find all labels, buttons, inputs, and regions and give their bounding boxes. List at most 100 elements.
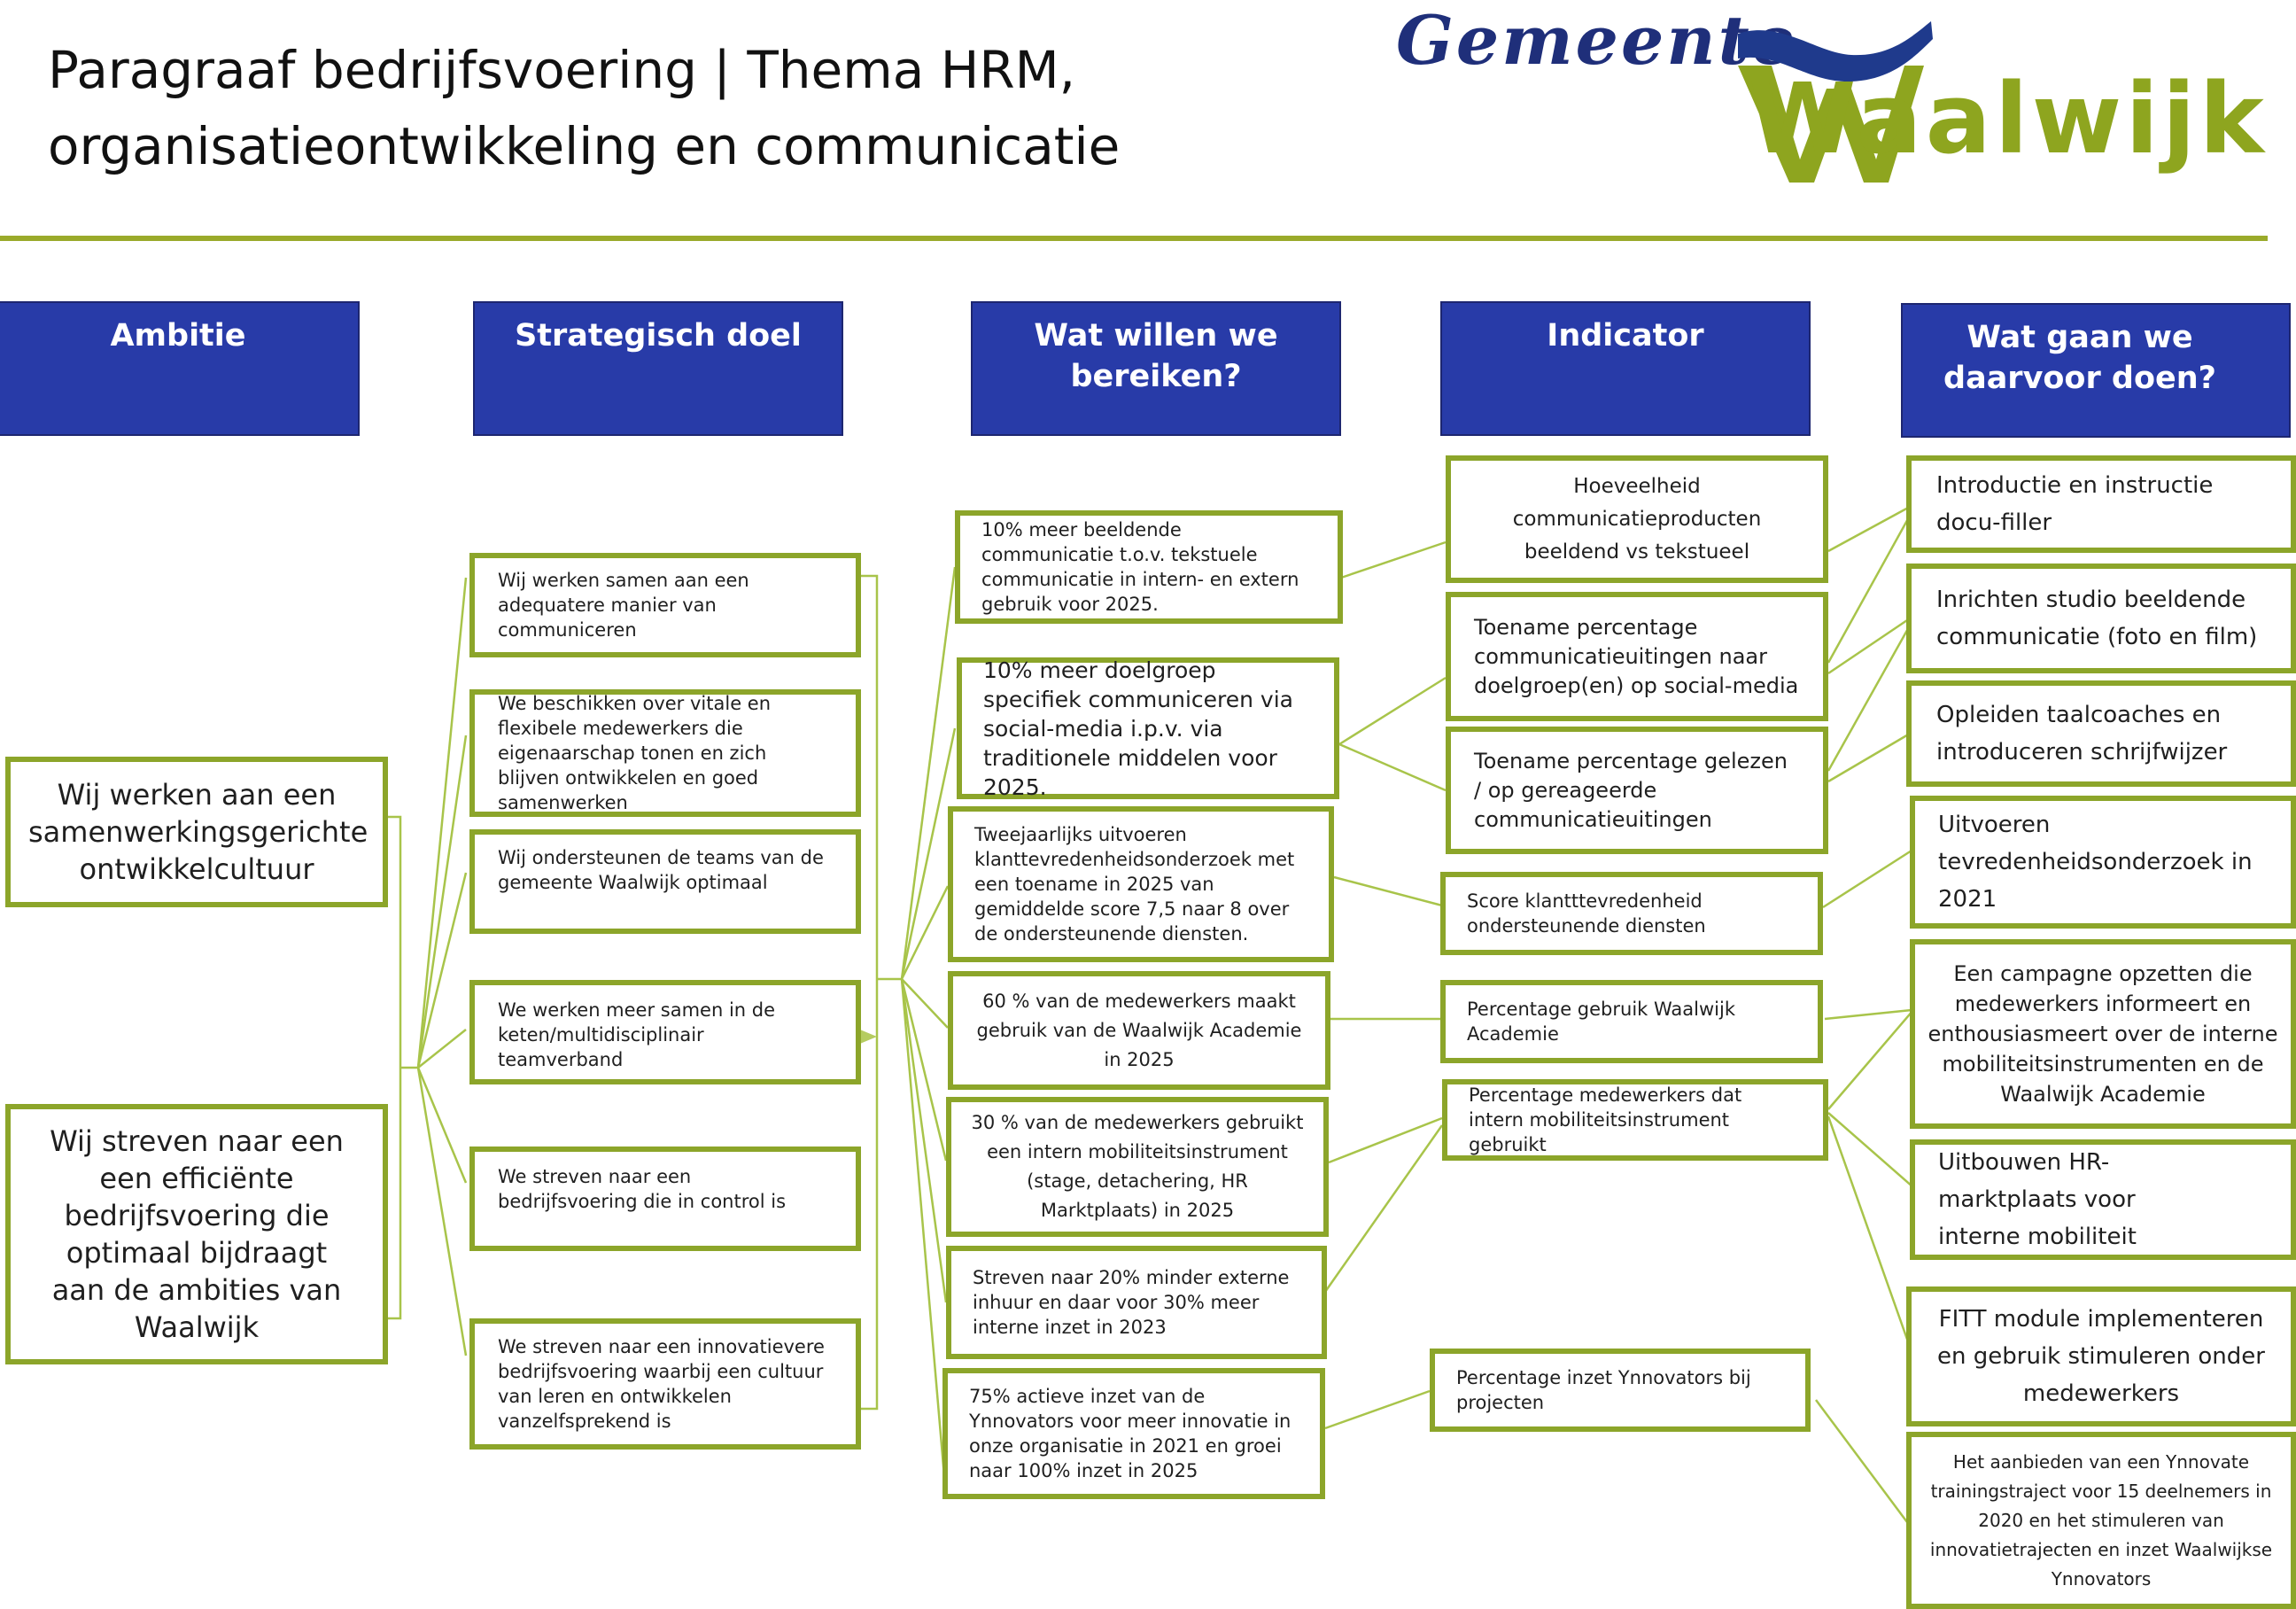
logo-word-gemeente: Gemeente [1396, 1, 1797, 80]
ind7-to-act8 [1814, 1399, 1912, 1527]
ind3-to-act3 [1827, 732, 1911, 783]
hub-to-result-4 [901, 978, 949, 1029]
ind3-to-act2 [1827, 625, 1912, 772]
header-indicator-label: Indicator [1547, 318, 1704, 354]
doelen-bracket [861, 574, 879, 1411]
indicator-text-6: Percentage medewerkers dat intern mobili… [1469, 1084, 1742, 1155]
doel-box-2: We beschikken over vitale en flexibele m… [469, 689, 861, 817]
indicator-text-3: Toename percentage gelezen / op gereagee… [1474, 748, 1788, 832]
actie-text-7: FITT module implementeren en gebruik sti… [1937, 1306, 2265, 1407]
result2-to-ind3 [1338, 742, 1447, 792]
result7-to-ind7 [1324, 1389, 1431, 1430]
hub-to-result-1 [900, 566, 957, 980]
indicator-box-4: Score klantttevredenheid ondersteunende … [1440, 872, 1823, 955]
header-ambitie-label: Ambitie [110, 318, 246, 354]
actie-box-4: Uitvoeren tevredenheidsonderzoek in 2021 [1910, 796, 2296, 929]
result6-to-ind6 [1323, 1124, 1444, 1293]
actie-box-8: Het aanbieden van een Ynnovate trainings… [1906, 1432, 2296, 1609]
indicator-text-5: Percentage gebruik Waalwijk Academie [1467, 999, 1736, 1045]
ind5-to-act5 [1824, 1008, 1912, 1021]
resultaat-box-6: Streven naar 20% minder externe inhuur e… [946, 1246, 1327, 1359]
resultaat-box-2: 10% meer doelgroep specifiek communicere… [957, 657, 1339, 800]
indicator-box-3: Toename percentage gelezen / op gereagee… [1446, 727, 1828, 854]
header-wat-willen-label: Wat willen we bereiken? [1034, 318, 1278, 394]
logo-word-waalwijk: Waalwijk [1749, 62, 2268, 175]
doel-box-1: Wij werken samen aan een adequatere mani… [469, 553, 861, 657]
indicator-text-1: Hoeveelheid communicatieproducten beelde… [1512, 474, 1762, 564]
doel-box-6: We streven naar een innovatievere bedrij… [469, 1318, 861, 1450]
hub-to-result-3 [900, 885, 950, 980]
page-title-line-2: organisatieontwikkeling en communicatie [48, 116, 1121, 176]
ind6-to-act7 [1827, 1115, 1912, 1348]
doel-text-3: Wij ondersteunen de teams van de gemeent… [498, 847, 824, 893]
page-title: Paragraaf bedrijfsvoering | Thema HRM, o… [48, 32, 1288, 184]
indicator-box-2: Toename percentage communicatieuitingen … [1446, 592, 1828, 721]
resultaat-text-2: 10% meer doelgroep specifiek communicere… [983, 657, 1293, 800]
actie-text-3: Opleiden taalcoaches en introduceren sch… [1936, 702, 2228, 766]
ambitie-to-doel-2 [416, 735, 468, 1069]
header-divider [0, 236, 2268, 241]
doel-box-3: Wij ondersteunen de teams van de gemeent… [469, 829, 861, 934]
result3-to-ind4 [1333, 875, 1443, 907]
gemeente-waalwijk-logo: Gemeente Waalwijk [1396, 1, 2268, 183]
header-wat-gaan-we-doen: Wat gaan we daarvoor doen? [1901, 303, 2291, 438]
actie-box-2: Inrichten studio beeldende communicatie … [1906, 564, 2296, 673]
actie-text-1: Introductie en instructie docu-filler [1936, 472, 2214, 536]
indicator-text-2: Toename percentage communicatieuitingen … [1474, 614, 1799, 698]
result1-to-ind1 [1340, 540, 1447, 579]
ind2-to-act1 [1827, 515, 1912, 664]
hub-to-result-7 [900, 978, 948, 1498]
ind1-to-act1 [1827, 505, 1911, 553]
resultaat-text-1: 10% meer beeldende communicatie t.o.v. t… [981, 519, 1299, 615]
indicator-box-5: Percentage gebruik Waalwijk Academie [1440, 980, 1823, 1063]
ambitie-to-doel-4 [417, 1029, 467, 1069]
resultaat-box-4: 60 % van de medewerkers maakt gebruik va… [948, 971, 1330, 1090]
ind6-to-act5 [1827, 1009, 1914, 1110]
hub-to-result-2 [900, 727, 957, 980]
ind4-to-act4 [1822, 849, 1912, 909]
resultaat-text-5: 30 % van de medewerkers gebruikt een int… [971, 1112, 1304, 1221]
ambitie-to-doel-6 [416, 1067, 468, 1356]
ind6-to-act6 [1827, 1112, 1914, 1188]
ambitie-bracket [388, 815, 402, 1320]
doel-box-4: We werken meer samen in de keten/multidi… [469, 980, 861, 1084]
actie-text-5: Een campagne opzetten die medewerkers in… [1928, 961, 2278, 1107]
ambitie-to-doel-5 [416, 1067, 468, 1184]
indicator-box-1: Hoeveelheid communicatieproducten beelde… [1446, 455, 1828, 583]
resultaat-box-5: 30 % van de medewerkers gebruikt een int… [946, 1097, 1329, 1237]
resultaat-text-6: Streven naar 20% minder externe inhuur e… [973, 1267, 1290, 1338]
actie-box-7: FITT module implementeren en gebruik sti… [1906, 1286, 2296, 1426]
actie-box-6: Uitbouwen HR-marktplaats voor interne mo… [1910, 1139, 2296, 1260]
actie-box-1: Introductie en instructie docu-filler [1906, 455, 2296, 553]
hub-to-result-5 [900, 978, 948, 1162]
result5-to-ind6 [1328, 1116, 1443, 1164]
doel-text-6: We streven naar een innovatievere bedrij… [498, 1336, 825, 1432]
logo-banner-icon [1738, 21, 1933, 82]
ambitie-to-doel-3 [416, 872, 468, 1069]
indicator-text-7: Percentage inzet Ynnovators bij projecte… [1456, 1367, 1751, 1413]
indicator-box-6: Percentage medewerkers dat intern mobili… [1442, 1079, 1828, 1161]
result2-to-ind2 [1338, 676, 1447, 746]
resultaat-box-7: 75% actieve inzet van de Ynnovators voor… [942, 1368, 1325, 1499]
resultaat-text-7: 75% actieve inzet van de Ynnovators voor… [969, 1386, 1292, 1481]
page-title-line-1: Paragraaf bedrijfsvoering | Thema HRM, [48, 40, 1076, 100]
indicator-box-7: Percentage inzet Ynnovators bij projecte… [1430, 1349, 1811, 1432]
actie-text-2: Inrichten studio beeldende communicatie … [1936, 587, 2258, 650]
hub-to-result-6 [900, 978, 948, 1303]
header-wat-willen-we-bereiken: Wat willen we bereiken? [971, 301, 1341, 436]
header-strategisch-doel: Strategisch doel [473, 301, 843, 436]
logo-w-icon [1738, 66, 1924, 183]
ind2-to-act2 [1827, 617, 1911, 675]
doel-text-1: Wij werken samen aan een adequatere mani… [498, 570, 749, 641]
header-wat-gaan-label: Wat gaan we daarvoor doen? [1943, 320, 2216, 396]
ambitie-box-1: Wij werken aan een samenwerkingsgerichte… [5, 757, 388, 907]
header-strategisch-doel-label: Strategisch doel [515, 318, 802, 354]
ambitie-box-2: Wij streven naar een een efficiënte bedr… [5, 1104, 388, 1364]
actie-text-8: Het aanbieden van een Ynnovate trainings… [1929, 1450, 2273, 1590]
doel-box-5: We streven naar een bedrijfsvoering die … [469, 1147, 861, 1251]
resultaat-text-3: Tweejaarlijks uitvoeren klanttevredenhei… [974, 824, 1295, 944]
arrow-head [856, 1028, 877, 1045]
actie-text-4: Uitvoeren tevredenheidsonderzoek in 2021 [1938, 812, 2253, 913]
ambitie-to-doel-1 [400, 577, 468, 1069]
